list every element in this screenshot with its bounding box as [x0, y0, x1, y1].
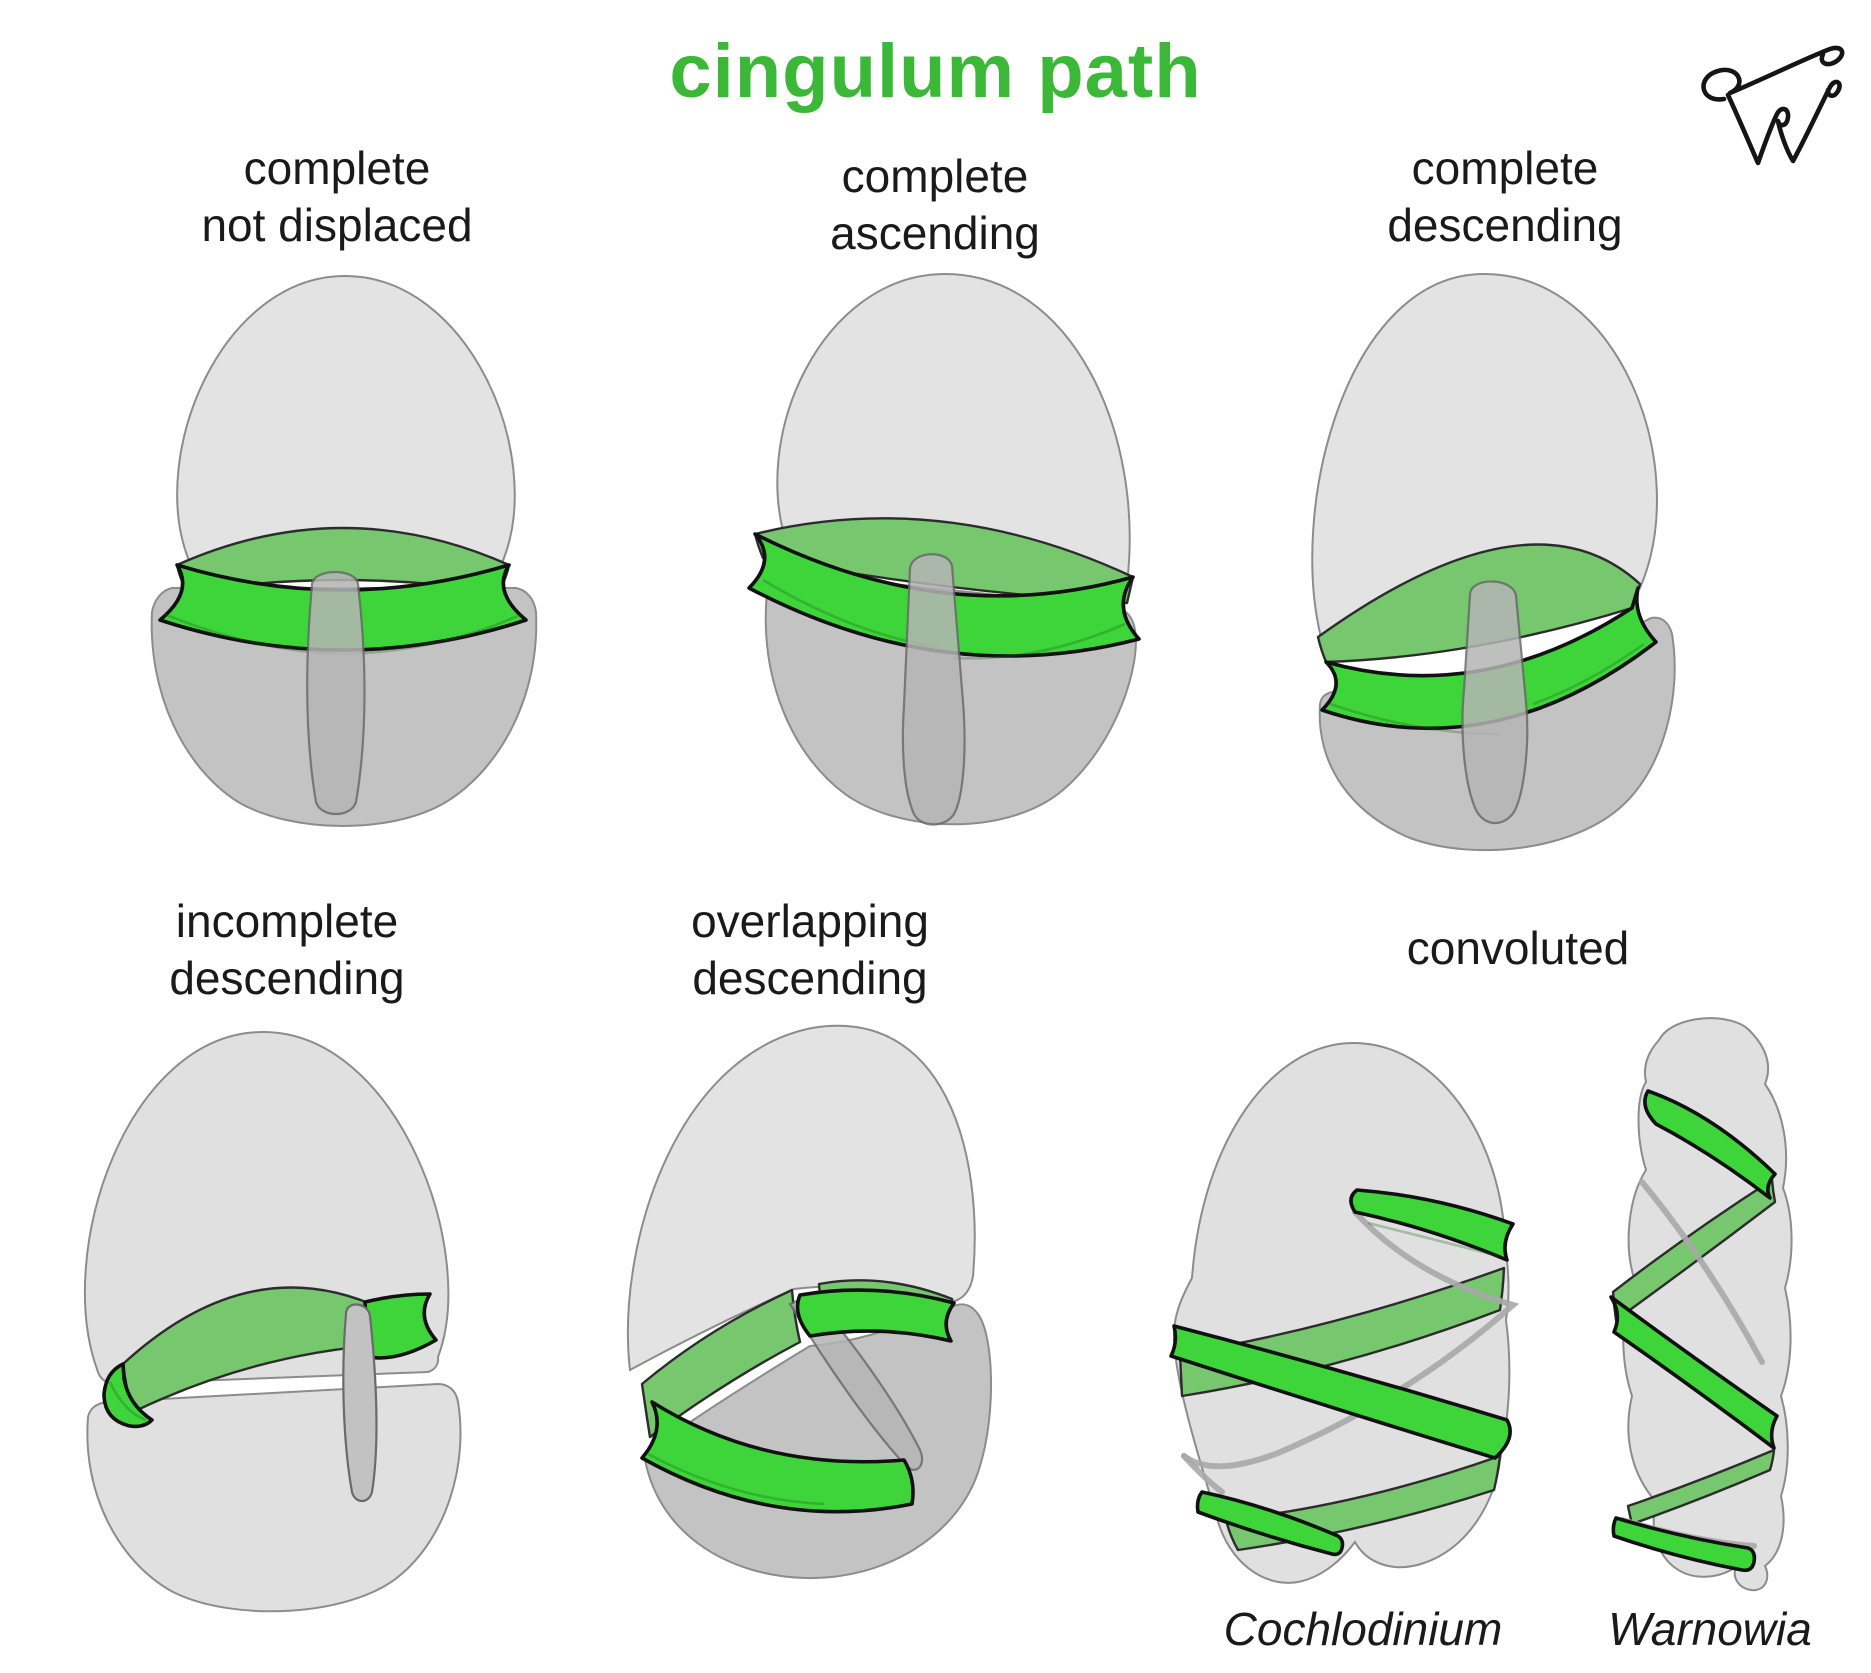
- cingulum-front-turn1: [1643, 1089, 1777, 1200]
- cingulum-front-turn1: [1349, 1188, 1515, 1262]
- cell-overlapping-descending: [626, 1024, 993, 1580]
- cell-convoluted-warnowia: [1609, 1017, 1793, 1592]
- label-warnowia: Warnowia: [1608, 1603, 1812, 1655]
- sulcus: [1461, 580, 1529, 825]
- caption-incomplete-descending: incomplete descending: [169, 895, 405, 1004]
- sulcus-spiral-line: [1639, 1179, 1765, 1365]
- cingulum-front-turn2: [1169, 1324, 1512, 1460]
- cingulum-front-turn2: [1609, 1295, 1779, 1450]
- cell-complete-descending: [1311, 272, 1676, 852]
- page-title: cingulum path: [669, 29, 1202, 114]
- cingulum-terminal-curl: [102, 1362, 154, 1429]
- sulcus: [342, 1303, 378, 1503]
- cingulum-front-segment: [363, 1292, 438, 1360]
- sulcus-spiral-line: [1181, 1453, 1225, 1495]
- caption-complete-ascending: complete ascending: [830, 150, 1040, 259]
- label-cochlodinium: Cochlodinium: [1223, 1603, 1503, 1655]
- caption-complete-not-displaced: complete not displaced: [201, 142, 473, 251]
- episome: [84, 1030, 450, 1386]
- signature-monogram-icon: [1701, 45, 1845, 166]
- sulcus: [788, 1293, 924, 1471]
- cell-complete-not-displaced: [150, 274, 538, 827]
- cingulum-back-diagonal: [640, 1288, 802, 1439]
- episome: [176, 274, 516, 571]
- caption-complete-descending: complete descending: [1387, 142, 1623, 251]
- cingulum-front-upper: [795, 1288, 956, 1343]
- caption-overlapping-descending: overlapping descending: [691, 895, 929, 1004]
- cingulum-front-turn3: [1611, 1516, 1757, 1573]
- sulcus: [306, 571, 366, 816]
- cingulum-front-lower: [640, 1400, 915, 1514]
- sulcus: [901, 553, 966, 826]
- cell-incomplete-descending: [84, 1030, 462, 1613]
- cell-complete-ascending: [747, 272, 1141, 826]
- cell-convoluted-cochlodinium: [1169, 1041, 1520, 1584]
- hyposome: [642, 1303, 993, 1580]
- cingulum-bottom-curl: [1195, 1490, 1345, 1557]
- sulcus-spiral-line: [1181, 1209, 1520, 1470]
- caption-convoluted: convoluted: [1406, 922, 1630, 974]
